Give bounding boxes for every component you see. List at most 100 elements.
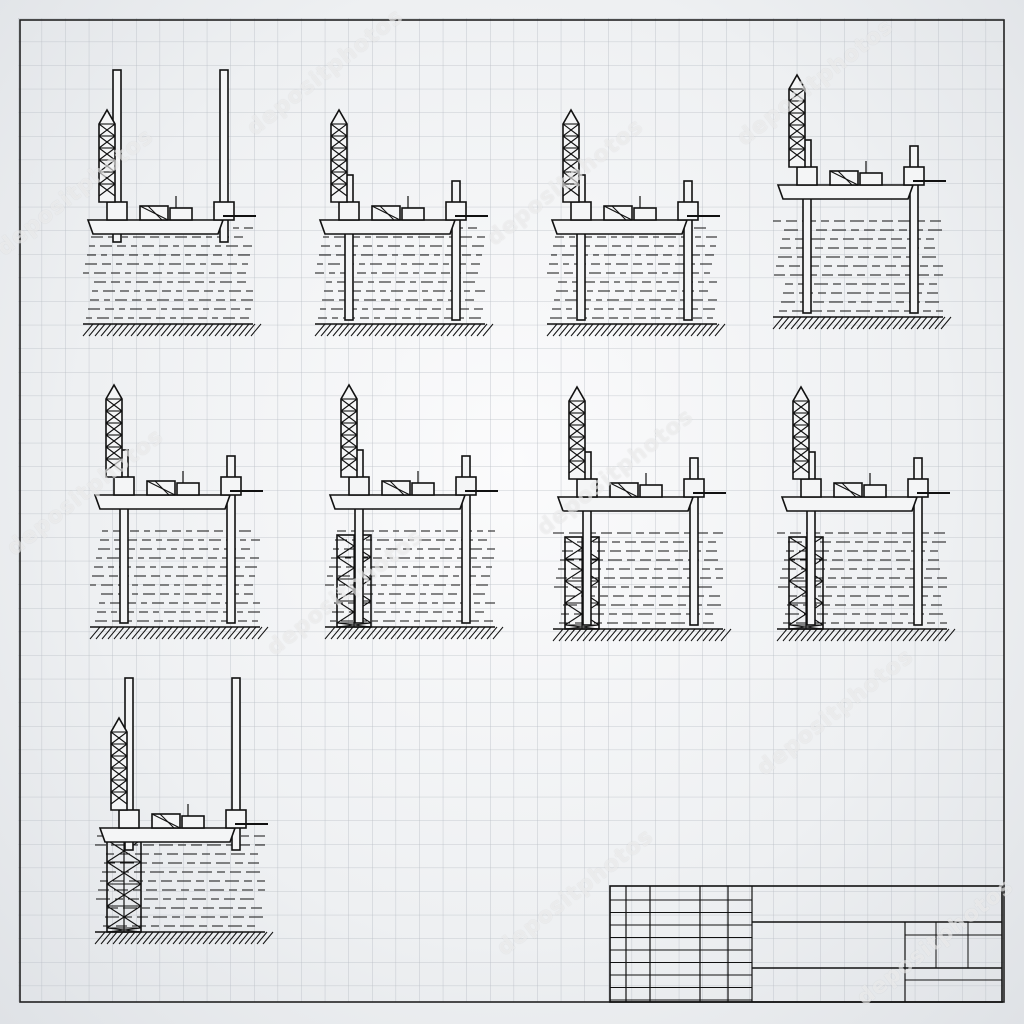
seabed-hatch xyxy=(342,626,354,640)
seabed-hatch xyxy=(594,323,606,337)
leg-housing xyxy=(455,476,477,496)
seabed-hatch xyxy=(788,628,800,642)
rig-leg xyxy=(802,139,812,314)
seabed-hatch xyxy=(908,628,920,642)
seabed-hatch xyxy=(136,323,148,337)
rig-hull xyxy=(556,496,695,512)
seabed-hatch xyxy=(944,628,956,642)
rig-leg xyxy=(344,174,354,321)
seabed-hatch xyxy=(796,316,808,330)
seabed-hatch xyxy=(480,626,492,640)
seabed xyxy=(772,316,952,330)
seabed-hatch xyxy=(492,626,504,640)
rig-panel xyxy=(776,385,956,642)
derrick-brace xyxy=(98,123,116,137)
seabed-hatch xyxy=(564,628,576,642)
support-structure-brace xyxy=(106,883,142,907)
derrick xyxy=(340,383,358,478)
seabed-hatch xyxy=(238,323,250,337)
deck-module xyxy=(859,172,883,186)
seabed-hatch xyxy=(842,628,854,642)
seabed-hatch xyxy=(806,628,818,642)
seabed-hatch xyxy=(178,931,190,945)
seabed-hatch xyxy=(582,628,594,642)
seabed-hatch xyxy=(362,323,374,337)
seabed-hatch xyxy=(814,316,826,330)
seabed-hatch xyxy=(666,628,678,642)
derrick-brace xyxy=(105,446,123,460)
derrick-brace xyxy=(110,731,128,745)
seabed-hatch xyxy=(678,323,690,337)
derrick-brace xyxy=(330,171,348,185)
leg-housing xyxy=(348,476,370,496)
seabed-hatch xyxy=(148,931,160,945)
seabed-hatch xyxy=(838,316,850,330)
seabed-hatch xyxy=(368,323,380,337)
support-structure-brace xyxy=(336,600,372,624)
seabed-hatch xyxy=(606,628,618,642)
seabed-hatch xyxy=(474,626,486,640)
rig-hull xyxy=(98,827,237,843)
seabed-hatch xyxy=(420,626,432,640)
support-structure-brace xyxy=(336,556,372,580)
seabed-hatch xyxy=(702,323,714,337)
seabed-hatch xyxy=(914,628,926,642)
leg-housing xyxy=(113,476,135,496)
support-structure xyxy=(336,534,372,628)
seabed-hatch xyxy=(190,931,202,945)
seabed-hatch xyxy=(208,931,220,945)
derrick-brace xyxy=(792,460,810,474)
title-block xyxy=(609,885,1003,1003)
seabed-hatch xyxy=(143,626,155,640)
seabed-hatch xyxy=(142,931,154,945)
seabed-hatch xyxy=(202,931,214,945)
derrick-brace xyxy=(105,422,123,436)
seabed-hatch xyxy=(220,323,232,337)
seabed-hatch xyxy=(125,626,137,640)
seabed-hatch xyxy=(250,323,262,337)
seabed-hatch xyxy=(850,316,862,330)
seabed-hatch xyxy=(836,628,848,642)
rig-hull xyxy=(86,219,225,235)
seabed-hatch xyxy=(884,628,896,642)
seabed-hatch xyxy=(594,628,606,642)
seabed-hatch xyxy=(702,628,714,642)
seabed-hatch xyxy=(173,626,185,640)
seabed-hatch xyxy=(94,931,106,945)
seabed-hatch xyxy=(672,628,684,642)
seabed-hatch xyxy=(920,628,932,642)
rig-hull xyxy=(328,494,467,510)
seabed-hatch xyxy=(856,316,868,330)
support-structure-brace xyxy=(106,927,142,933)
deck-module xyxy=(863,484,887,498)
seabed-hatch xyxy=(720,628,732,642)
derrick-brace xyxy=(792,436,810,450)
seabed-hatch xyxy=(636,323,648,337)
seabed-hatch xyxy=(902,628,914,642)
seabed-hatch xyxy=(630,323,642,337)
deck-module-brace xyxy=(381,480,411,496)
seabed-hatch xyxy=(374,323,386,337)
derrick-brace xyxy=(792,448,810,462)
seabed-hatch xyxy=(438,626,450,640)
rig-leg xyxy=(461,455,471,624)
seabed-hatch xyxy=(818,628,830,642)
seabed-hatch xyxy=(464,323,476,337)
rig-panel xyxy=(82,69,262,337)
seabed-hatch xyxy=(416,323,428,337)
seabed xyxy=(776,628,956,642)
seabed-hatch xyxy=(600,628,612,642)
leg-housing xyxy=(570,201,592,221)
deck-module xyxy=(639,484,663,498)
seabed-hatch xyxy=(476,323,488,337)
seabed-hatch xyxy=(808,316,820,330)
seabed-hatch xyxy=(690,323,702,337)
seabed-hatch xyxy=(89,626,101,640)
derrick-brace xyxy=(98,135,116,149)
seabed-hatch xyxy=(172,931,184,945)
seabed-hatch xyxy=(172,323,184,337)
seabed-hatch xyxy=(776,628,788,642)
seabed-hatch xyxy=(202,323,214,337)
seabed-hatch xyxy=(160,323,172,337)
